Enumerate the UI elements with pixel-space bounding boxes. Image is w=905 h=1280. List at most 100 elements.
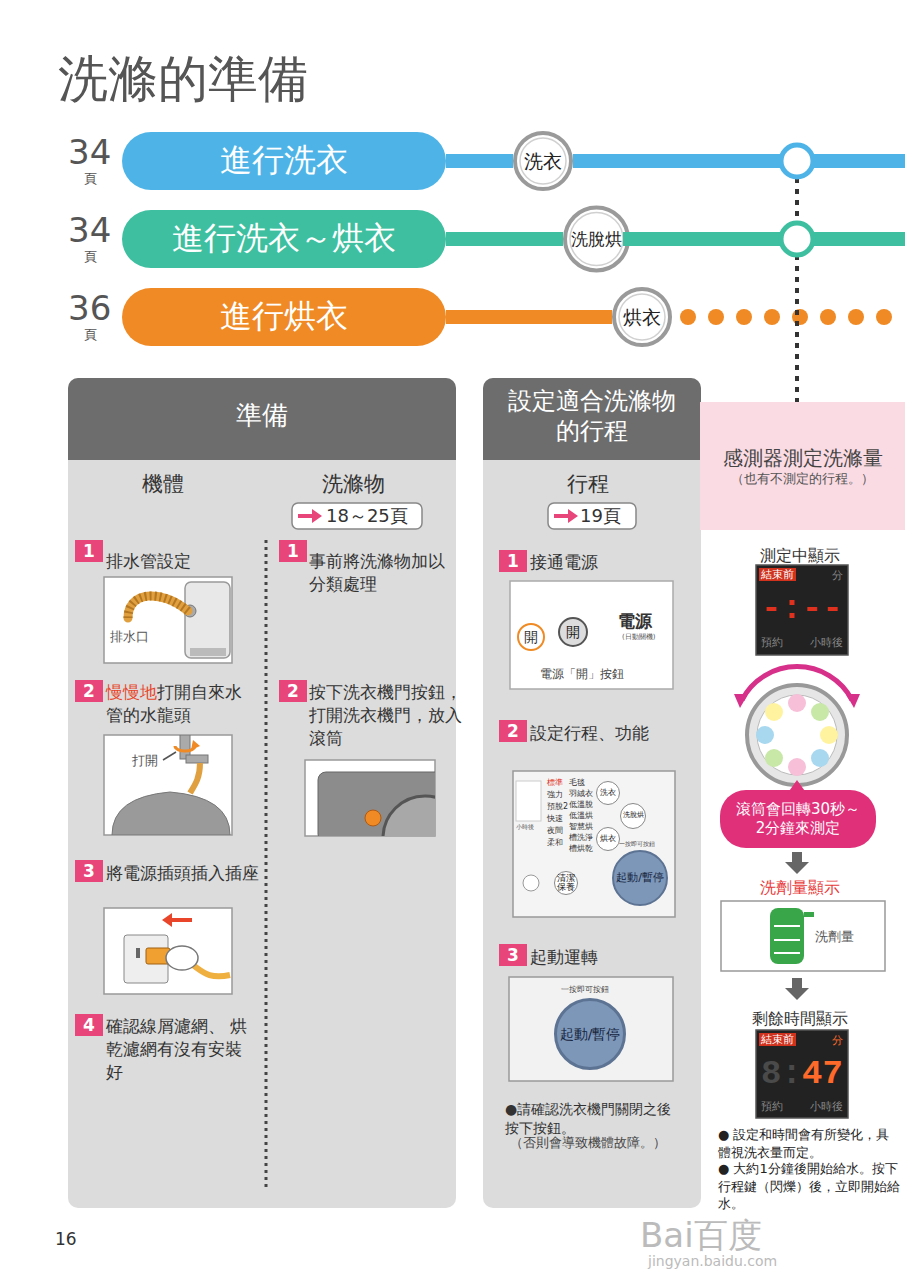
start-panel-shape [509,977,673,1081]
node-text: 8: [761,1054,802,1095]
node-text: 起動/暫停 [612,850,668,906]
text-label: 排水管設定 [106,551,191,571]
text-label: ● 設定和時間會有所變化，具體視洗衣量而定。 [718,1127,889,1160]
course-button-shape [614,289,670,345]
panel-header [483,378,701,460]
sensor-band-shape [700,402,905,530]
text-label: 設定行程、功能 [530,722,649,745]
station-circle [781,223,813,255]
illustration-frame-shape [104,577,232,663]
text-label: 洗滌物 [322,470,385,498]
drum [734,667,860,794]
detergent-box: 洗劑量 [721,901,885,971]
text-label: ● 設定和時間會有所變化，具體視洗衣量而定。 [718,1126,900,1161]
route-dots [680,309,892,325]
node-text: 槽烘乾 [569,844,593,854]
node-text: 滾筒會回轉30秒～2分鐘來測定 [734,800,862,839]
node-text: 洗脫烘 [620,803,646,829]
text-label: 頁 [84,170,97,188]
text-label: 事前將洗滌物加以分類處理 [309,550,449,596]
column-divider [265,540,268,1190]
node-text: 開 [517,623,545,651]
step-number: 3 [75,860,103,882]
text-label: 設定行程、功能 [530,723,649,743]
lcd-display: 結束前分-:--預約小時後 [756,565,848,655]
node-text: 分 [832,1034,843,1047]
text-label: 起動運轉 [530,947,598,967]
text-label: 按下洗衣機門按鈕，打開洗衣機門，放入滾筒 [309,681,465,750]
step-number: 1 [75,540,103,562]
node-text: 進行洗衣 [220,140,348,182]
button-ring [619,294,665,340]
text-label: 起動運轉 [530,946,598,969]
node-text: 標準 [547,778,563,788]
detergent-gauge [770,908,814,964]
text-label: 頁 [84,248,97,266]
text-label: 16 [55,1228,77,1251]
text-label: 頁 [84,171,97,186]
node-text: 4 [83,1014,95,1036]
text-label: 34 [68,130,111,176]
route-connector [446,317,612,318]
text-label: ●請確認洗衣機門關閉之後按下按鈕。 [505,1100,685,1138]
text-label: ● 大約1分鐘後開始給水。按下行程鍵（閃爍）後，立即開始給水。 [718,1161,900,1211]
route-connector [446,161,513,162]
node-text: 開 [558,617,588,647]
text-label: 將電源插頭插入插座 [106,863,259,883]
node-text: 電源 [618,611,652,631]
node-text: 清潔保養 [554,871,578,895]
node-text: 結束前 [759,568,796,581]
illustration-frame-shape [104,735,232,835]
text-label: 慢慢地打開自來水管的水龍頭 [106,681,258,727]
illustration-frame: 排水口 [104,577,232,663]
node-text: 小時後 [810,636,843,649]
text-label: 確認線屑濾網、 烘乾濾網有沒有安裝好 [106,1015,258,1084]
node-text: 打開 [132,753,158,769]
text-label: 行程 [567,470,609,498]
node-text: 2 [83,680,95,702]
panel-header [483,448,701,460]
node-text: 快速 [547,814,563,824]
node-text: 設定適合洗滌物的行程 [502,386,682,446]
course-pill-shape [122,210,446,268]
text-label: 36 [68,288,111,328]
page-badge-shape [548,503,636,529]
text-label: 16 [55,1229,77,1249]
power-panel: 開開電源(日動關機)電源「開」按鈕 [510,581,673,689]
node-text: 2 [287,680,299,702]
step-number-shape [75,1014,103,1036]
text-label: 機體 [142,472,184,496]
node-text: 19頁 [580,505,621,527]
course-button: 烘衣 [612,287,672,347]
panel-header [68,378,456,460]
step-number-shape [279,540,307,562]
node-text: 預約 [761,636,783,649]
course-button: 洗脫烘 [563,209,630,269]
route-line [573,154,905,168]
connector-line [446,232,563,246]
node-text: 低溫脫 [569,800,593,810]
text-label: 事前將洗滌物加以分類處理 [309,551,445,594]
lcd-display-shape [756,1030,848,1118]
course-pill: 進行烘衣 [122,288,446,346]
step-number: 1 [279,540,307,562]
node-text: 47 [802,1054,843,1095]
node-text: 洗劑量 [815,929,854,945]
power-plug [104,908,232,994]
text-label: 機體 [142,470,184,498]
text-label: 頁 [84,249,97,264]
text-label: 慢慢地 [106,682,157,702]
node-text: (日動關機) [622,633,655,641]
node-text: 洗衣 [596,781,620,805]
connector-line [446,154,513,168]
panel-header [68,448,456,460]
page-badge: 18～25頁 [292,503,422,529]
course-button-shape [515,133,571,189]
node-text: 烘衣 [596,827,620,851]
node-text: 洗衣 [524,149,562,174]
start-panel: 一按即可按鈕起動/暫停 [509,977,673,1081]
lcd-display: 結束前分8:47預約小時後 [756,1030,848,1118]
step-number-shape [499,944,527,966]
node-text: 強力 [547,790,563,800]
node-text: 預脫2 [547,802,568,812]
